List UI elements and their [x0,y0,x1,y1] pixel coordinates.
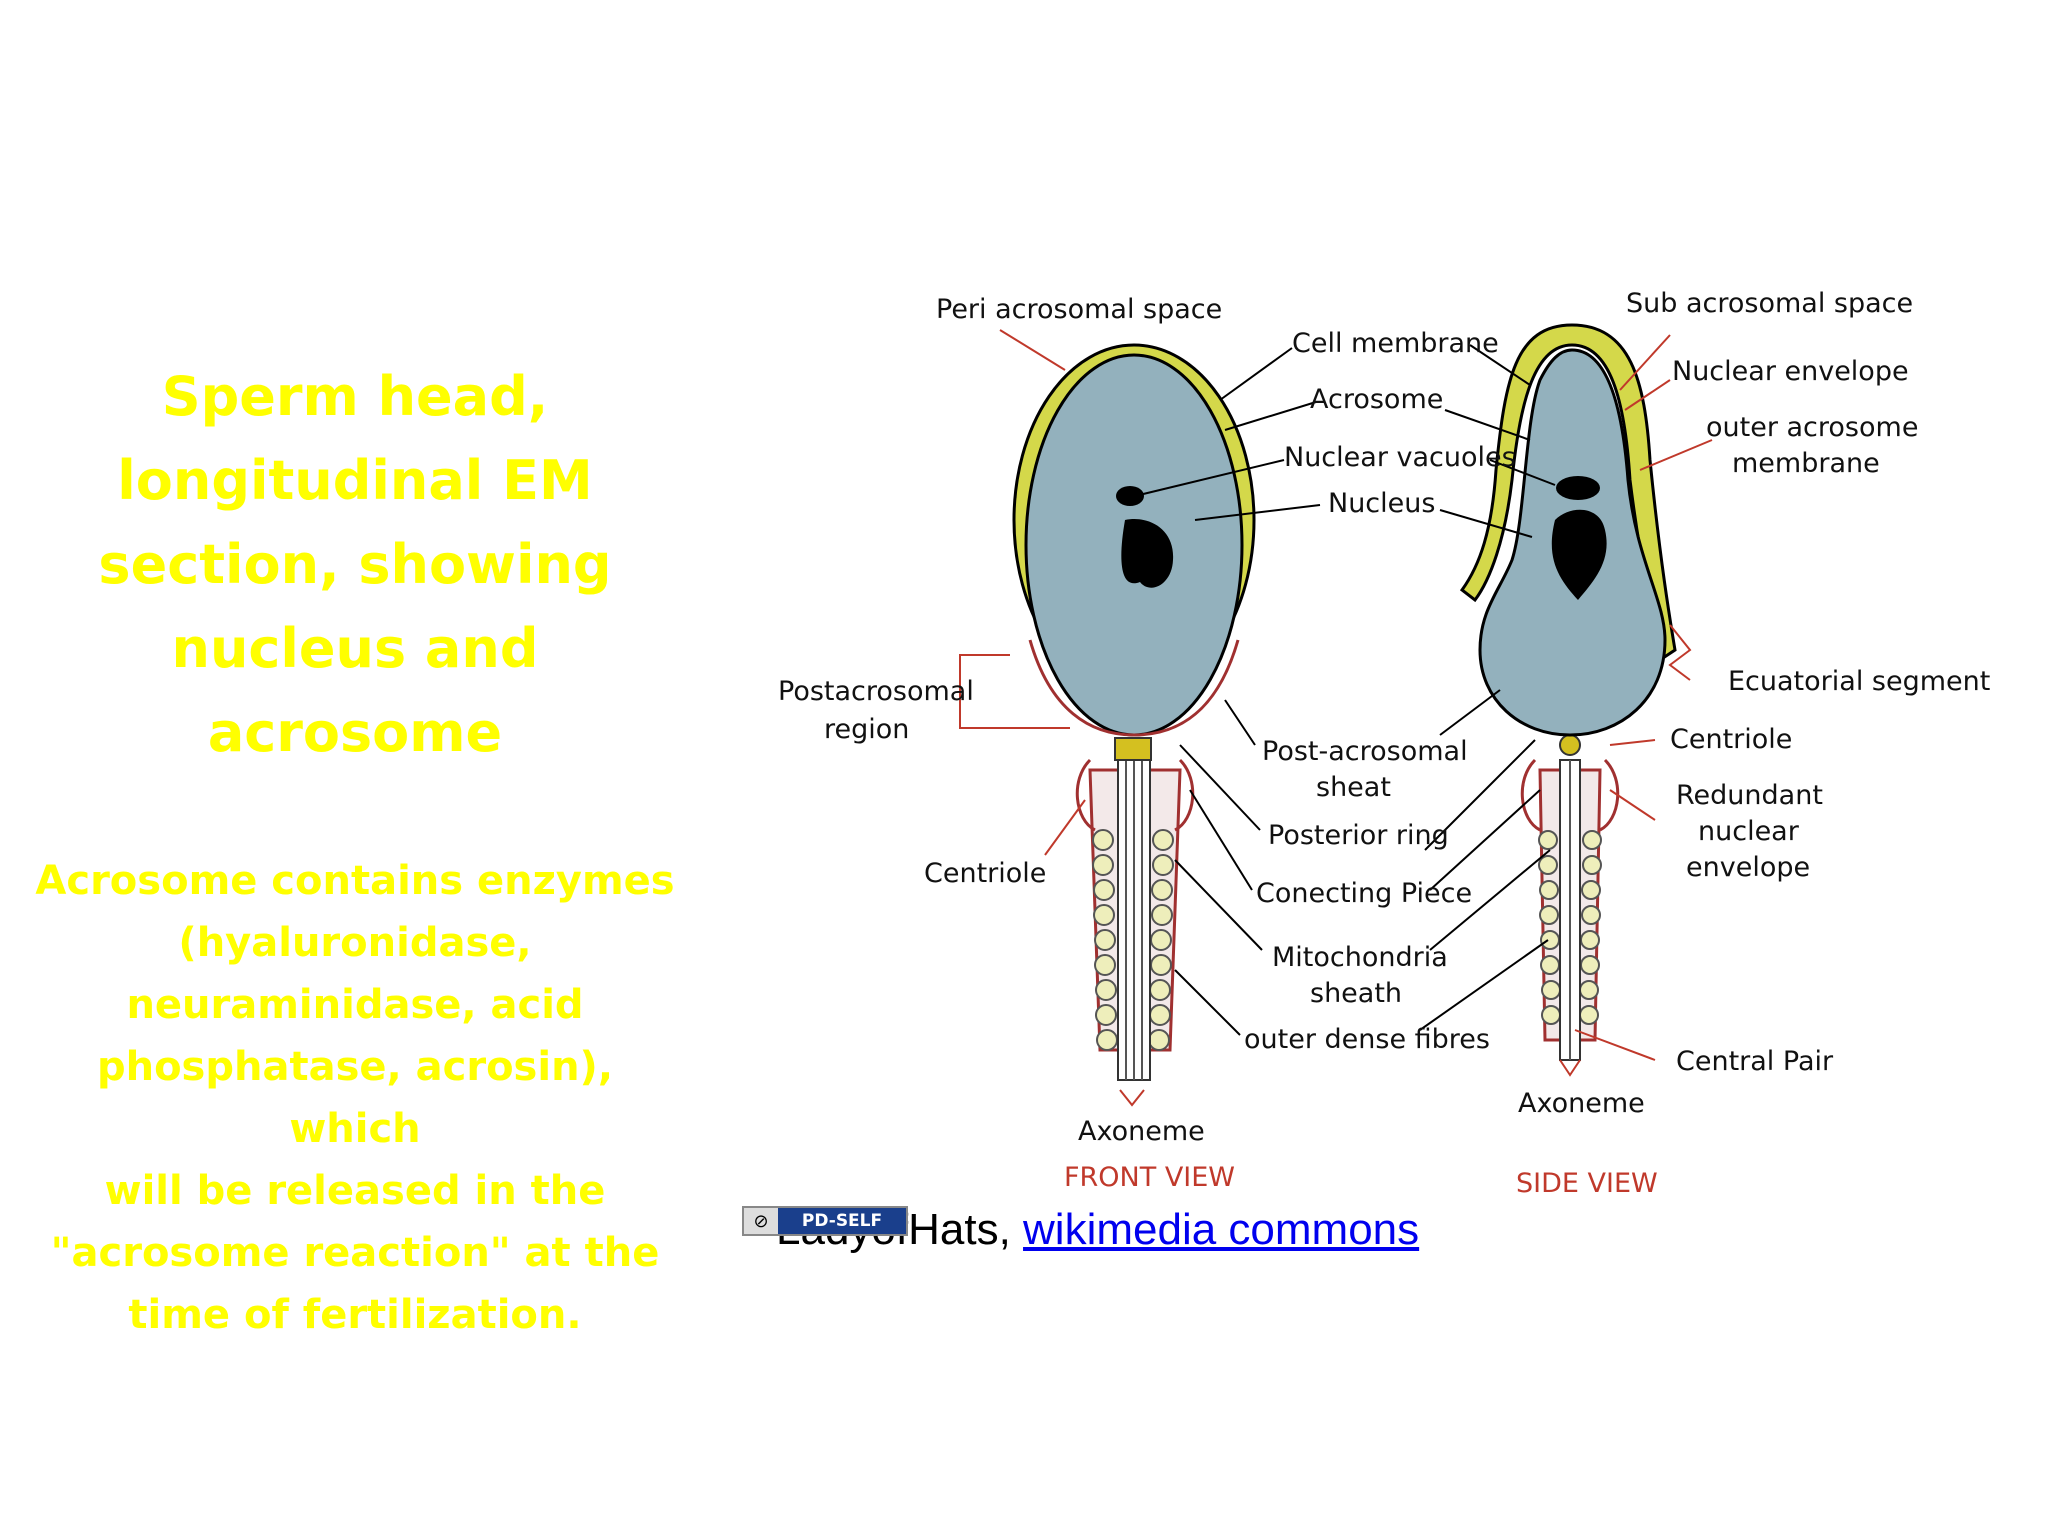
label-central-pair: Central Pair [1676,1046,1834,1077]
front-nucleus-dark [1121,519,1174,588]
side-nuclear-vacuole [1556,476,1600,500]
sperm-diagram: Peri acrosomal space Cell membrane Acros… [778,288,1990,1199]
label-peri-acrosomal-space: Peri acrosomal space [936,294,1222,325]
title-line: nucleus and acrosome [171,617,539,764]
label-nucleus: Nucleus [1328,488,1435,519]
label-conecting-piece: Conecting Piece [1256,878,1472,909]
side-centriole [1559,734,1581,756]
label-ecuatorial-segment: Ecuatorial segment [1728,666,1990,697]
title-line: Sperm head, [161,365,549,428]
body-line: neuraminidase, acid [126,982,584,1028]
label-redundant-1: Redundant [1676,780,1823,811]
body-line: (hyaluronidase, [178,920,532,966]
label-postacrosomal-1: Postacrosomal [778,676,974,707]
pd-self-badge[interactable]: ⊘ PD-SELF [742,1206,908,1236]
body-line: phosphatase, acrosin), which [96,1044,614,1152]
side-view-sperm [1459,323,1677,1061]
label-side-view: SIDE VIEW [1516,1168,1658,1199]
label-cell-membrane: Cell membrane [1292,328,1499,359]
label-posterior-ring: Posterior ring [1268,820,1449,851]
label-axoneme-right: Axoneme [1518,1088,1645,1119]
label-outer-dense-fibres: outer dense fibres [1244,1024,1490,1055]
wikimedia-commons-link[interactable]: wikimedia commons [1023,1205,1420,1254]
red-leader-lines [959,329,1713,1107]
body-line: Acrosome contains enzymes [35,858,675,904]
side-acrosome [1459,323,1677,663]
leader-lines [1134,344,1556,1036]
label-acrosome: Acrosome [1310,384,1443,415]
label-sub-acrosomal-space: Sub acrosomal space [1626,288,1913,319]
body-line: "acrosome reaction" at the [50,1230,660,1276]
public-domain-icon: ⊘ [744,1208,778,1234]
label-nuclear-vacuoles: Nuclear vacuoles [1284,442,1516,473]
front-mitochondria-beads [1092,829,1174,1051]
label-redundant-3: envelope [1686,852,1810,883]
body-line: time of fertilization. [128,1292,582,1338]
label-centriole-left: Centriole [924,858,1046,889]
label-front-view: FRONT VIEW [1064,1162,1235,1193]
side-nucleus-dark [1551,509,1607,600]
slide-body: Acrosome contains enzymes (hyaluronidase… [30,850,680,1346]
badge-label: PD-SELF [801,1211,883,1231]
front-view-sperm [1012,343,1256,1081]
label-post-acrosomal-2: sheat [1316,772,1391,803]
label-post-acrosomal-1: Post-acrosomal [1262,736,1468,767]
label-postacrosomal-2: region [824,714,909,745]
title-line: section, showing [98,533,612,596]
title-line: longitudinal EM [117,449,593,512]
front-centriole [1114,737,1152,761]
label-nuclear-envelope: Nuclear envelope [1672,356,1909,387]
label-outer-acrosome-2: membrane [1732,448,1880,479]
label-mitochondria-1: Mitochondria [1272,942,1448,973]
label-centriole-right: Centriole [1670,724,1792,755]
label-outer-acrosome-1: outer acrosome [1706,412,1918,443]
slide-title: Sperm head, longitudinal EM section, sho… [20,355,690,775]
label-mitochondria-2: sheath [1310,978,1402,1009]
label-redundant-2: nuclear [1698,816,1800,847]
front-nuclear-vacuole [1116,486,1144,506]
label-axoneme-left: Axoneme [1078,1116,1205,1147]
side-mitochondria-beads [1538,830,1602,1025]
body-line: will be released in the [104,1168,606,1214]
